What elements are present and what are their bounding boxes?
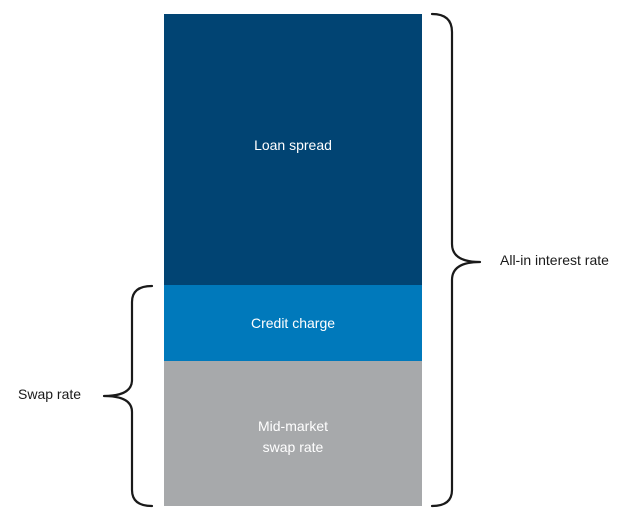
loan-spread-label: Loan spread bbox=[254, 137, 332, 153]
credit-charge-block: Credit charge bbox=[164, 285, 422, 361]
loan-spread-block: Loan spread bbox=[164, 14, 422, 285]
swap-rate-brace-icon bbox=[102, 284, 154, 508]
mid-market-swap-rate-label: Mid-market swap rate bbox=[257, 417, 328, 455]
mid-market-swap-rate-block: Mid-market swap rate bbox=[164, 361, 422, 506]
all-in-interest-rate-label: All-in interest rate bbox=[500, 252, 609, 268]
swap-rate-label: Swap rate bbox=[18, 386, 82, 402]
all-in-brace-icon bbox=[430, 12, 482, 508]
credit-charge-label: Credit charge bbox=[250, 314, 336, 331]
